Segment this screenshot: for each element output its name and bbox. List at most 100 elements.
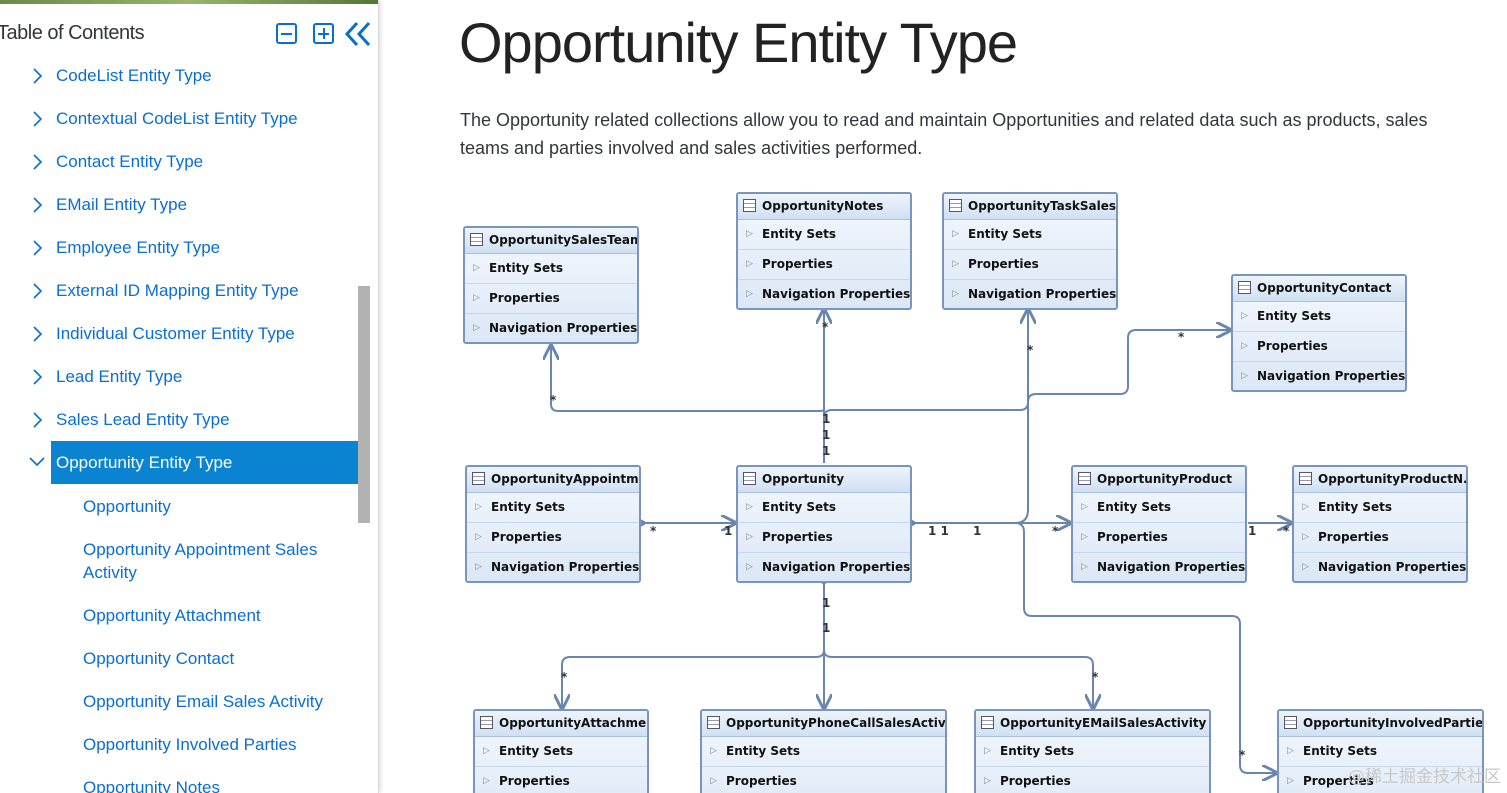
toc-item-label: Individual Customer Entity Type [56,323,295,343]
properties-row[interactable]: Properties [738,250,910,280]
entity-sets-row[interactable]: Entity Sets [738,220,910,250]
entity-name: OpportunityPhoneCallSalesActivity [726,716,945,730]
chevron-right-icon [33,154,43,170]
toc-item-label: Sales Lead Entity Type [56,409,230,429]
chevron-down-icon[interactable] [28,455,46,469]
toc-item-contextual-codelist[interactable]: Contextual CodeList Entity Type [0,97,378,140]
entity-opportunity-contact[interactable]: OpportunityContact Entity Sets Propertie… [1231,274,1407,392]
entity-table-icon [743,199,756,212]
toc-subitem-notes[interactable]: Opportunity Notes [83,778,221,793]
entity-opportunity-notes[interactable]: OpportunityNotes Entity Sets Properties … [736,192,912,310]
entity-opportunity-task-sales[interactable]: OpportunityTaskSales... Entity Sets Prop… [942,192,1118,310]
toc-item-lead[interactable]: Lead Entity Type [0,355,378,398]
navigation-properties-row[interactable]: Navigation Properties [738,553,910,581]
toc-subitem-appointment[interactable]: Opportunity Appointment Sales Activity [83,540,318,582]
entity-opportunity-product-notes[interactable]: OpportunityProductN... Entity Sets Prope… [1292,465,1468,583]
entity-opportunity[interactable]: Opportunity Entity Sets Properties Navig… [736,465,912,583]
properties-row[interactable]: Properties [1294,523,1466,553]
properties-row[interactable]: Properties [465,284,637,314]
multiplicity-label: * [650,524,657,538]
entity-name: Opportunity [762,472,845,486]
toc-subitem-contact[interactable]: Opportunity Contact [83,649,235,668]
entity-sets-row[interactable]: Entity Sets [1073,493,1245,523]
entity-sets-row[interactable]: Entity Sets [976,737,1209,767]
multiplicity-label: * [1027,343,1034,357]
multiplicity-label: * [550,393,557,407]
navigation-properties-row[interactable]: Navigation Properties [467,553,639,581]
entity-name: OpportunityContact [1257,281,1392,295]
navigation-properties-row[interactable]: Navigation Properties [1073,553,1245,581]
entity-opportunity-involved-parties[interactable]: OpportunityInvolvedParties Entity Sets P… [1277,709,1484,793]
multiplicity-label: * [1052,524,1059,538]
toc-sidebar: Table of Contents CodeList Entity Type C… [0,0,379,793]
double-chevron-left-icon[interactable] [343,18,373,50]
properties-row[interactable]: Properties [475,767,647,793]
multiplicity-label: * [1239,748,1246,762]
multiplicity-label: 1 [822,412,831,426]
chevron-right-icon [33,197,43,213]
entity-sets-row[interactable]: Entity Sets [1294,493,1466,523]
chevron-right-icon [33,68,43,84]
entity-sets-row[interactable]: Entity Sets [944,220,1116,250]
entity-opportunity-appointment[interactable]: OpportunityAppointm... Entity Sets Prope… [465,465,641,583]
toc-item-sales-lead[interactable]: Sales Lead Entity Type [0,398,378,441]
page-title: Opportunity Entity Type [459,11,1018,74]
entity-sets-row[interactable]: Entity Sets [465,254,637,284]
toc-item-codelist[interactable]: CodeList Entity Type [0,54,378,97]
navigation-properties-row[interactable]: Navigation Properties [465,314,637,342]
scrollbar-thumb[interactable] [358,286,370,523]
entity-sets-row[interactable]: Entity Sets [475,737,647,767]
entity-sets-row[interactable]: Entity Sets [467,493,639,523]
entity-sets-row[interactable]: Entity Sets [702,737,945,767]
properties-row[interactable]: Properties [1233,332,1405,362]
multiplicity-label: * [561,670,568,684]
properties-row[interactable]: Properties [738,523,910,553]
chevron-right-icon [33,240,43,256]
properties-row[interactable]: Properties [1073,523,1245,553]
toc-item-label: Opportunity Entity Type [56,452,233,472]
toc-item-email[interactable]: EMail Entity Type [0,183,378,226]
toc-item-employee[interactable]: Employee Entity Type [0,226,378,269]
properties-row[interactable]: Properties [467,523,639,553]
multiplicity-label: 1 1 [928,524,949,538]
entity-opportunity-sales-team[interactable]: OpportunitySalesTeam Entity Sets Propert… [463,226,639,344]
toc-item-label: CodeList Entity Type [56,65,212,85]
multiplicity-label: * [1092,670,1099,684]
entity-opportunity-product[interactable]: OpportunityProduct Entity Sets Propertie… [1071,465,1247,583]
expand-all-icon[interactable] [313,23,334,44]
toc-subitem-attachment[interactable]: Opportunity Attachment [83,606,261,625]
entity-opportunity-phonecall[interactable]: OpportunityPhoneCallSalesActivity Entity… [700,709,947,793]
properties-row[interactable]: Properties [976,767,1209,793]
entity-table-icon [1238,281,1251,294]
entity-sets-row[interactable]: Entity Sets [1233,302,1405,332]
entity-opportunity-email[interactable]: OpportunityEMailSalesActivity Entity Set… [974,709,1211,793]
toc-item-external-id[interactable]: External ID Mapping Entity Type [0,269,378,312]
navigation-properties-row[interactable]: Navigation Properties [1294,553,1466,581]
chevron-right-icon [33,283,43,299]
chevron-right-icon [33,412,43,428]
entity-name: OpportunityInvolvedParties [1303,716,1482,730]
toc-item-opportunity-active[interactable]: Opportunity Entity Type [51,441,358,484]
properties-row[interactable]: Properties [702,767,945,793]
entity-sets-row[interactable]: Entity Sets [738,493,910,523]
navigation-properties-row[interactable]: Navigation Properties [944,280,1116,308]
properties-row[interactable]: Properties [944,250,1116,280]
watermark: @稀土掘金技术社区 [1348,767,1501,787]
entity-name: OpportunityEMailSalesActivity [1000,716,1207,730]
navigation-properties-row[interactable]: Navigation Properties [1233,362,1405,390]
entity-opportunity-attachment[interactable]: OpportunityAttachment Entity Sets Proper… [473,709,649,793]
toc-item-label: External ID Mapping Entity Type [56,280,299,300]
toc-subitem-involved-parties[interactable]: Opportunity Involved Parties [83,735,297,754]
entity-name: OpportunityAppointm... [491,472,639,486]
toc-item-individual-customer[interactable]: Individual Customer Entity Type [0,312,378,355]
entity-table-icon [707,716,720,729]
multiplicity-label: 1 [1248,524,1257,538]
toc-subitem-email[interactable]: Opportunity Email Sales Activity [83,692,323,711]
navigation-properties-row[interactable]: Navigation Properties [738,280,910,308]
collapse-all-icon[interactable] [276,23,297,44]
properties-row[interactable]: Properties [1279,767,1482,793]
entity-name: OpportunityProduct [1097,472,1232,486]
entity-name: OpportunityTaskSales... [968,199,1116,213]
toc-subitem-opportunity[interactable]: Opportunity [83,497,171,516]
toc-item-contact[interactable]: Contact Entity Type [0,140,378,183]
